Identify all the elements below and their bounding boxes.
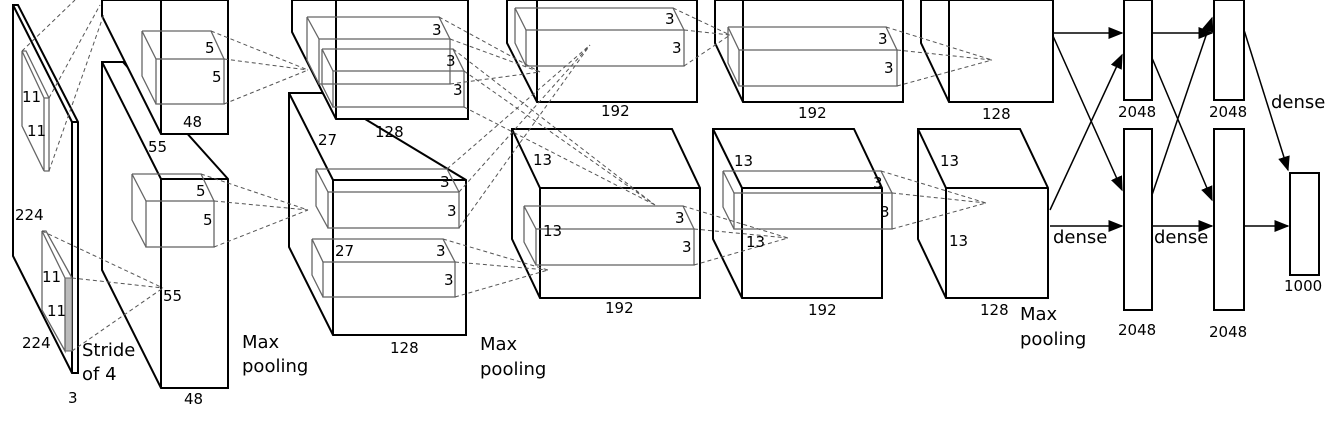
conv5-depth-label: 128 — [980, 301, 1009, 319]
conv3-bottom — [511, 128, 701, 299]
dense-label: dense — [1271, 92, 1325, 113]
output-size-label: 1000 — [1284, 277, 1322, 295]
dense-label: dense — [1053, 227, 1107, 248]
kernels — [21, 7, 898, 354]
input-depth-label: 3 — [68, 389, 78, 407]
max-pooling-label: Max — [242, 332, 280, 353]
fc6-size-label: 2048 — [1118, 321, 1156, 339]
conv1-bottom — [101, 61, 229, 389]
kernel3-label: 3 — [878, 30, 888, 48]
conv4-size-label: 13 — [746, 233, 765, 251]
kernel3-label: 3 — [672, 39, 682, 57]
stride-label: Stride — [82, 340, 135, 361]
kernel1-label: 11 — [27, 122, 46, 140]
fc7-bottom — [1213, 128, 1245, 311]
fc7-size-label: 2048 — [1209, 323, 1247, 341]
labels: 224 224 3 11 11 11 11 Stride of 4 55 55 … — [15, 10, 1325, 408]
conv5-size-label: 13 — [949, 232, 968, 250]
kernel3-label: 3 — [682, 238, 692, 256]
kernel3-label: 3 — [440, 173, 450, 191]
input-width-label: 224 — [22, 334, 51, 352]
kernel3-label: 3 — [453, 81, 463, 99]
output-layer — [1289, 172, 1320, 276]
max-pooling-label: Max — [480, 334, 518, 355]
max-pooling-label: Max — [1020, 304, 1058, 325]
kernel1-label: 11 — [22, 88, 41, 106]
kernel2-label: 5 — [212, 68, 222, 86]
conv2-depth-label: 128 — [390, 339, 419, 357]
receptive-field-lines — [21, 0, 993, 352]
conv1-size-label: 55 — [148, 138, 167, 156]
dense-arrows — [1049, 16, 1290, 232]
conv3-size-label: 13 — [533, 151, 552, 169]
conv4-top — [714, 0, 904, 103]
fc6-size-label: 2048 — [1118, 103, 1156, 121]
max-pooling-label: pooling — [480, 359, 546, 380]
kernel2-label: 5 — [203, 211, 213, 229]
fc7-size-label: 2048 — [1209, 103, 1247, 121]
conv3-depth-label: 192 — [605, 299, 634, 317]
max-pooling-label: pooling — [242, 356, 308, 377]
kernel2-label: 5 — [196, 182, 206, 200]
kernel1-label: 11 — [42, 268, 61, 286]
conv2-depth-label: 128 — [375, 123, 404, 141]
stride-label: of 4 — [82, 364, 117, 385]
kernel3-label: 3 — [873, 174, 883, 192]
conv1-depth-label: 48 — [184, 390, 203, 408]
fc6-top — [1123, 0, 1153, 101]
conv5-bottom — [917, 128, 1049, 299]
conv2-size-label: 27 — [318, 131, 337, 149]
max-pooling-label: pooling — [1020, 329, 1086, 350]
conv4-depth-label: 192 — [808, 301, 837, 319]
kernel3-label: 3 — [446, 52, 456, 70]
conv5-size-label: 13 — [940, 152, 959, 170]
kernel1-label: 11 — [47, 302, 66, 320]
fc7-top — [1213, 0, 1245, 101]
kernel3-label: 3 — [665, 10, 675, 28]
conv4-size-label: 13 — [734, 152, 753, 170]
conv2-top — [291, 0, 469, 120]
dense-layers — [1123, 0, 1320, 311]
conv2-size-label: 27 — [335, 242, 354, 260]
fc6-bottom — [1123, 128, 1153, 311]
conv4-depth-label: 192 — [798, 104, 827, 122]
conv1-size-label: 55 — [163, 287, 182, 305]
kernel2-label: 5 — [205, 39, 215, 57]
kernel3-label: 3 — [447, 202, 457, 220]
conv1-depth-label: 48 — [183, 113, 202, 131]
input-layer — [12, 4, 79, 374]
conv3-depth-label: 192 — [601, 102, 630, 120]
kernel3-label: 3 — [884, 59, 894, 77]
conv5-top — [920, 0, 1054, 103]
kernel3-label: 3 — [675, 209, 685, 227]
conv3-top — [506, 0, 698, 103]
conv3-size-label: 13 — [543, 222, 562, 240]
kernel3-label: 3 — [436, 242, 446, 260]
conv5-depth-label: 128 — [982, 105, 1011, 123]
kernel3-label: 3 — [432, 21, 442, 39]
dense-label: dense — [1154, 227, 1208, 248]
kernel3-label: 3 — [880, 203, 890, 221]
input-height-label: 224 — [15, 206, 44, 224]
kernel3-label: 3 — [444, 271, 454, 289]
conv1-top — [101, 0, 229, 135]
